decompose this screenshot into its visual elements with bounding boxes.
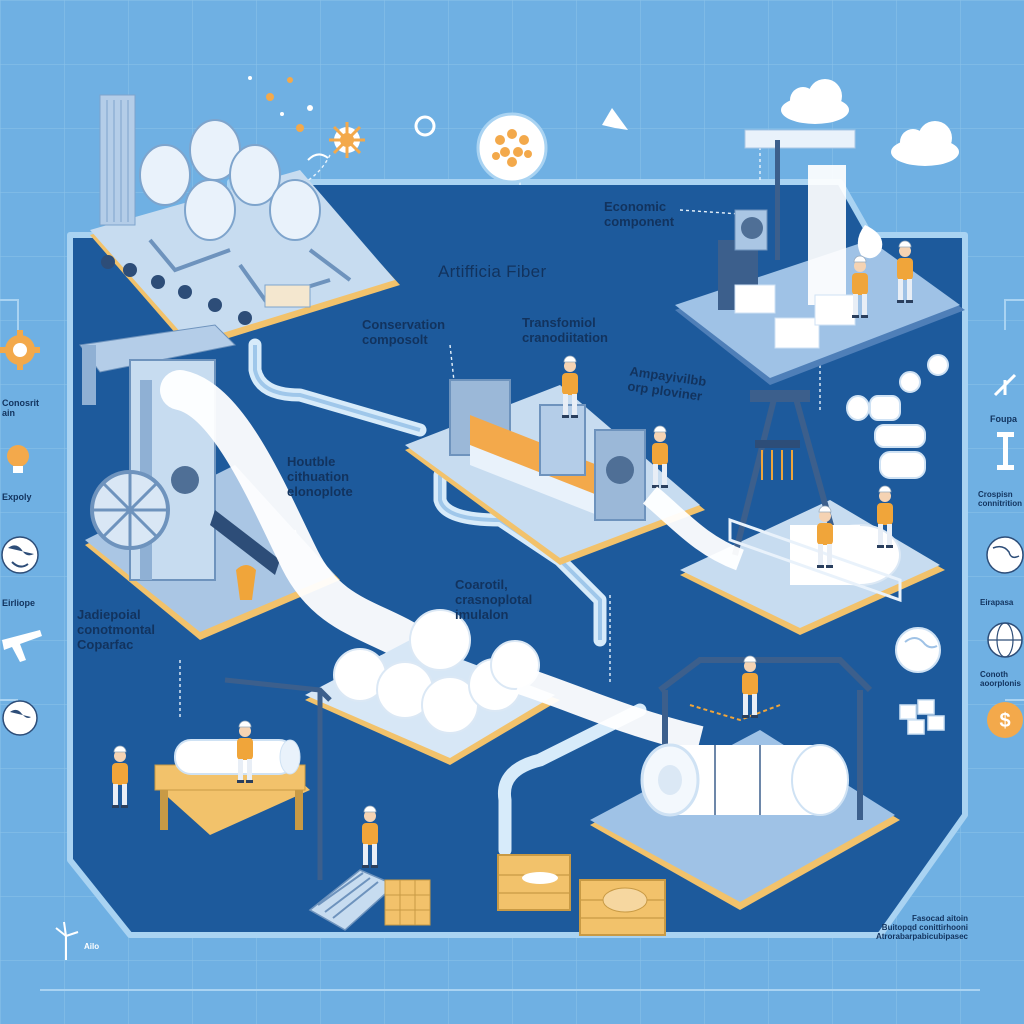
side-frame-lines [0,299,1024,991]
fiber-ball-icon [476,112,548,184]
station-fiber-balls [305,609,704,765]
station-elevator [79,324,440,670]
station-fabric-roll [642,390,945,635]
crates [497,854,666,936]
airplane-icon [2,630,42,662]
fiber-rolls-stack [846,354,949,479]
globe-icon-small [2,700,38,736]
label-houtble: Houtble cithuation elonoplote [287,454,353,499]
wind-turbine-icon [55,921,79,960]
plug-icon [997,432,1014,470]
side-right-label-2: Crospisn connitrition [978,490,1022,509]
side-right-label-1: Foupa [990,414,1017,424]
label-controlled-insulation: Coarotil, crasnoplotal imulalon [455,577,533,622]
station-big-roll [590,655,900,910]
lightbulb-icon [7,445,29,473]
leaf-icon [602,108,628,130]
label-economic-component: Economic component [604,199,675,229]
globe-icon-right [986,536,1024,574]
gear-icon [0,330,40,370]
cubes-icon [899,699,945,735]
decor-arc [307,153,329,161]
station-spool-machine [90,94,400,350]
sun-fiber-icon [329,122,365,158]
diagram-title: Artifficia Fiber [438,262,547,281]
station-economic-component [675,129,965,385]
dollar-coin-icon: $ [987,702,1023,738]
decor-dots [248,76,313,132]
side-right-label-3: Eirapasa [980,598,1014,607]
globe-icon-white [895,627,941,673]
station-environmental [111,677,431,931]
network-globe-icon [987,622,1023,658]
leaf-icon-right [993,373,1017,397]
svg-text:$: $ [999,710,1010,732]
station-transformation [405,355,705,565]
globe-icon [1,536,39,574]
label-conservation: Conservation composolt [362,317,446,347]
side-left-label-1: Conosrit ain [2,398,39,419]
wind-caption: Ailo [84,942,100,951]
side-left-label-3: Eirliope [2,598,36,608]
bottom-note: Fasocad aitoin Buitopqd conittirhooni At… [875,914,968,942]
side-right-label-4: Conoth aoorplonis [980,670,1021,689]
label-environmental: Jadiepoial conotmontal Coparfac [77,607,155,652]
label-transformation: Transfomiol cranodiitation [522,315,608,345]
side-left-label-2: Expoly [2,492,32,502]
ring-icon [414,115,436,137]
